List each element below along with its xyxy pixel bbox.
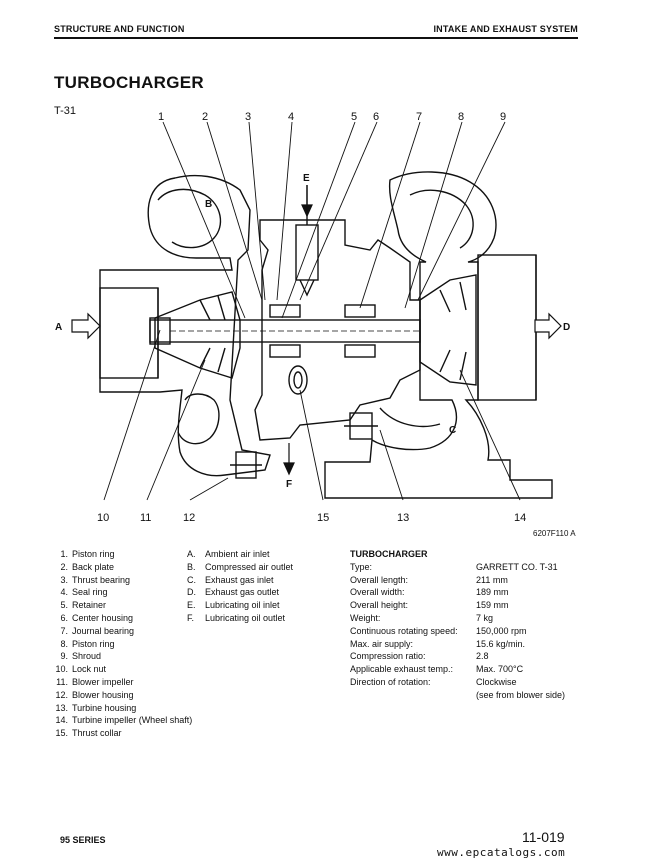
- flow-label-a: A: [55, 322, 62, 333]
- callout-12: 12: [183, 512, 195, 524]
- outlet-arrow-d: [534, 312, 562, 340]
- list-item: E.Lubricating oil inlet: [187, 600, 280, 611]
- spec-row: (see from blower side): [476, 689, 566, 700]
- series-label: 95 SERIES: [60, 835, 106, 845]
- list-item: 4.Seal ring: [60, 587, 108, 598]
- list-item: 13.Turbine housing: [55, 702, 137, 713]
- list-item: 11.Blower impeller: [56, 676, 134, 687]
- list-item: B.Compressed air outlet: [187, 561, 294, 572]
- callout-2: 2: [202, 111, 208, 123]
- flow-label-c: C: [449, 425, 456, 436]
- spec-row: Direction of rotation:Clockwise: [350, 676, 517, 687]
- list-item: 15.Thrust collar: [55, 728, 122, 739]
- spec-heading: TURBOCHARGER: [350, 549, 428, 559]
- callout-7: 7: [416, 111, 422, 123]
- section-header-left: STRUCTURE AND FUNCTION: [54, 24, 185, 34]
- spec-table: TURBOCHARGER Type:GARRETT CO. T-31 Overa…: [350, 548, 565, 702]
- center-housing: [254, 219, 421, 441]
- spec-row: Weight:7 kg: [350, 612, 494, 623]
- flow-label-b: B: [205, 199, 212, 210]
- list-item: 14.Turbine impeller (Wheel shaft): [55, 715, 193, 726]
- list-item: 8.Piston ring: [60, 638, 115, 649]
- page-number: 11-019: [522, 829, 565, 845]
- list-item: 9.Shroud: [60, 651, 102, 662]
- watermark: www.epcatalogs.com: [437, 846, 566, 859]
- spec-row: Applicable exhaust temp.:Max. 700°C: [350, 664, 524, 675]
- blower-housing-outline: [99, 174, 271, 477]
- callout-5: 5: [351, 111, 357, 123]
- page-title: TURBOCHARGER: [54, 73, 204, 92]
- list-item: 7.Journal bearing: [60, 625, 135, 636]
- spec-row: Overall height:159 mm: [350, 600, 509, 611]
- flow-label-d: D: [563, 322, 570, 333]
- inlet-arrow-a: [71, 312, 101, 340]
- list-item: 10.Lock nut: [55, 664, 107, 675]
- callout-4: 4: [288, 111, 294, 123]
- model-label: T-31: [54, 105, 77, 117]
- spec-row: Overall length:211 mm: [350, 574, 508, 585]
- turbocharger-diagram: A B C D E F 1 2 3 4 5 6 7 8 9 10 11 1: [55, 111, 570, 524]
- oil-outlet-arrow-f: [283, 443, 295, 476]
- list-item: 2.Back plate: [60, 561, 115, 572]
- spec-row: Overall width:189 mm: [350, 587, 509, 598]
- section-header-right: INTAKE AND EXHAUST SYSTEM: [433, 24, 578, 34]
- list-item: 5.Retainer: [60, 600, 107, 611]
- callout-10: 10: [97, 512, 109, 524]
- callout-11: 11: [140, 512, 151, 524]
- flow-list: A.Ambient air inlet B.Compressed air out…: [187, 548, 293, 625]
- header-rule: [54, 37, 578, 39]
- list-item: A.Ambient air inlet: [187, 549, 270, 559]
- callout-9: 9: [500, 111, 506, 123]
- list-item: 3.Thrust bearing: [60, 574, 131, 585]
- callout-3: 3: [245, 111, 251, 123]
- list-item: 6.Center housing: [60, 612, 134, 623]
- list-item: D.Exhaust gas outlet: [187, 587, 280, 598]
- turbine-housing: [324, 171, 553, 499]
- list-item: C.Exhaust gas inlet: [187, 574, 274, 585]
- spec-row: Max. air supply:15.6 kg/min.: [350, 638, 526, 649]
- list-item: F.Lubricating oil outlet: [187, 612, 286, 623]
- callout-1: 1: [158, 111, 164, 123]
- oil-inlet-arrow-e: [301, 185, 313, 218]
- turbine-impeller: [419, 274, 477, 386]
- figure-code: 6207F110 A: [533, 529, 576, 538]
- list-item: 1.Piston ring: [60, 549, 115, 559]
- spec-row: Type:GARRETT CO. T-31: [350, 561, 558, 572]
- flow-label-f: F: [286, 479, 292, 490]
- parts-list: 1.Piston ring 2.Back plate 3.Thrust bear…: [54, 548, 192, 740]
- blower-impeller: [154, 291, 241, 379]
- list-item: 12.Blower housing: [55, 689, 134, 700]
- callout-14: 14: [514, 512, 526, 524]
- callout-8: 8: [458, 111, 464, 123]
- spec-row: Compression ratio:2.8: [350, 651, 489, 662]
- callout-6: 6: [373, 111, 379, 123]
- spec-row: Continuous rotating speed:150,000 rpm: [350, 625, 527, 636]
- flow-label-e: E: [303, 173, 310, 184]
- callout-13: 13: [397, 512, 409, 524]
- callout-15: 15: [317, 512, 329, 524]
